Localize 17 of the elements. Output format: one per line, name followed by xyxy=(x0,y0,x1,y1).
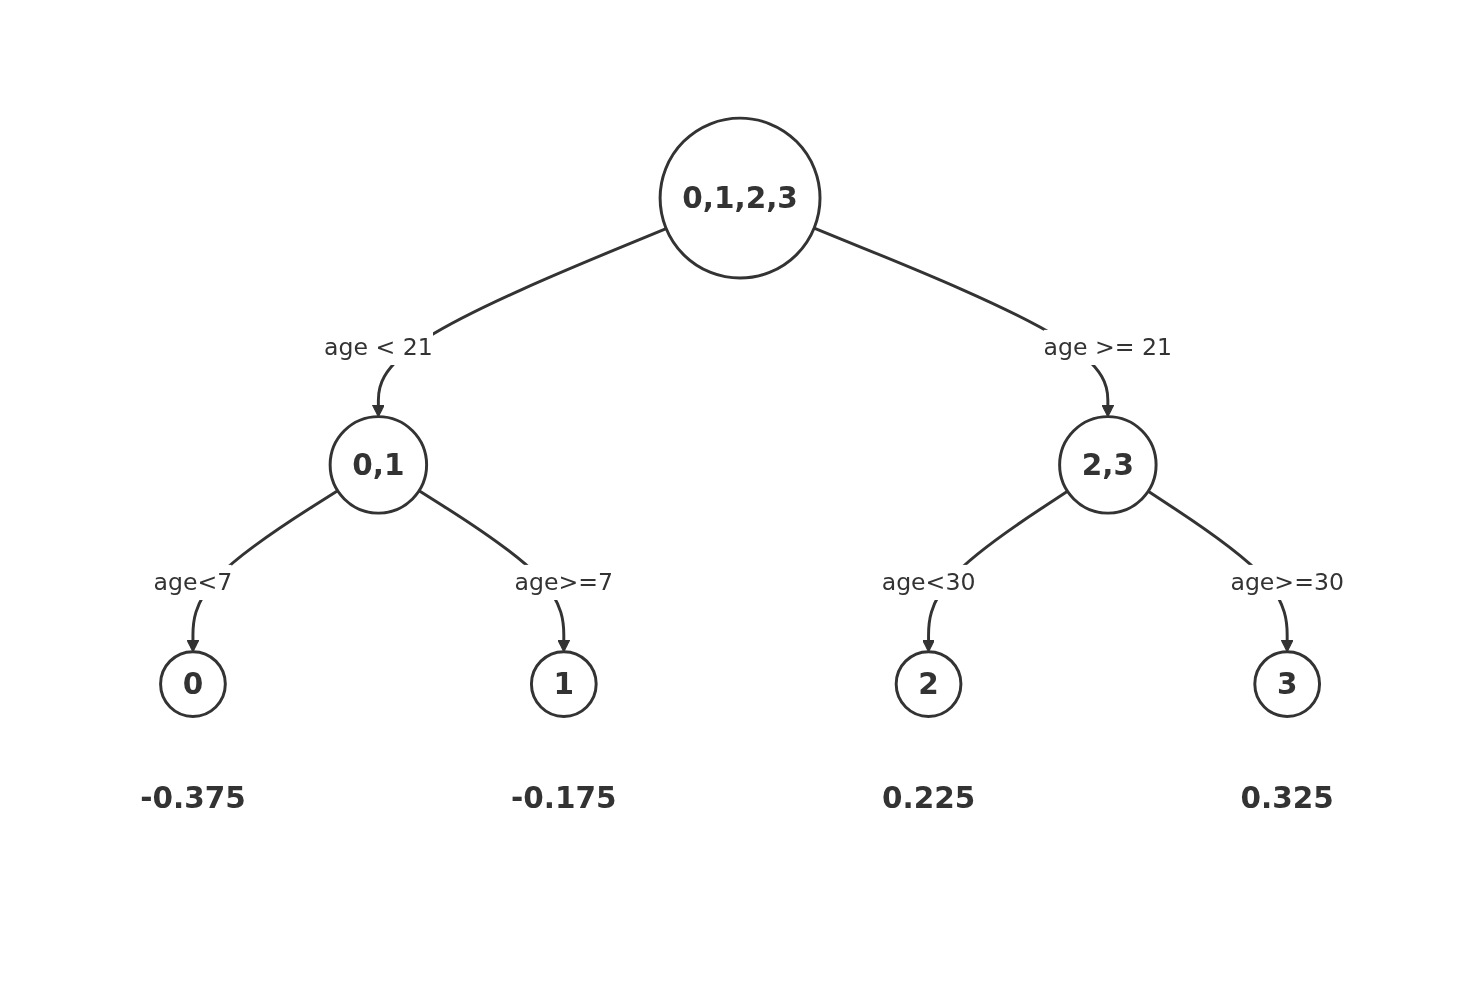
edge-label: age<30 xyxy=(881,567,976,596)
edge-label: age>=30 xyxy=(1230,567,1344,596)
edge-label: age < 21 xyxy=(324,332,433,361)
node-circle: 1 xyxy=(529,650,598,718)
node-label: 0.325 xyxy=(1240,779,1334,816)
node-circle: 0 xyxy=(159,650,227,718)
node-label: 0.225 xyxy=(881,779,976,816)
node-circle: 2 xyxy=(894,650,963,718)
node-label: -0.175 xyxy=(511,779,617,816)
edge-label: age<7 xyxy=(153,567,233,596)
edge-label: age >= 21 xyxy=(1043,332,1173,361)
node-circle: 0,1 xyxy=(328,415,429,515)
node-circle: 3 xyxy=(1253,650,1322,718)
node-circle: 2,3 xyxy=(1058,415,1158,515)
edge-label: age>=7 xyxy=(514,567,614,596)
node-label: -0.375 xyxy=(140,779,246,816)
node-circle: 0,1,2,3 xyxy=(658,116,822,280)
